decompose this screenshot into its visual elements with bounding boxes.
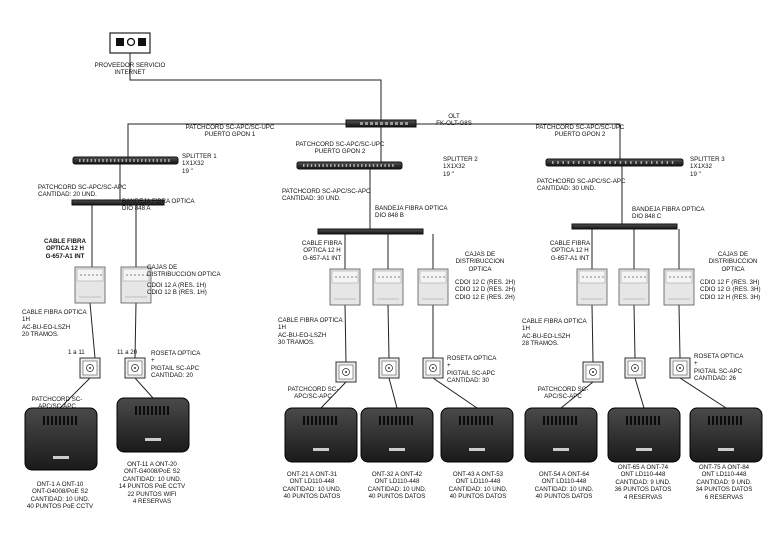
splitter-3-label: SPLITTER 3 1X1X32 19 " (690, 156, 725, 178)
ont-patch-3-label: PATCHCORD SC- APC/SC-APC (537, 386, 589, 401)
ont-8 (689, 407, 763, 463)
distribution-box-4 (372, 268, 404, 306)
ont-group-1-label: ONT-1 A ONT-10 ONT-G4008/PoE S2 CANTIDAD… (26, 481, 94, 511)
olt-device (345, 119, 417, 128)
ont-6 (524, 407, 598, 463)
branch-3-cable: CABLE FIBRA OPTICA 12 H G-657-A1 INT (549, 240, 591, 262)
rosette-1-label: ROSETA OPTICA + PIGTAIL SC-APC CANTIDAD:… (151, 350, 201, 380)
ont-group-2-label: ONT-11 A ONT-20 ONT-G4008/PoE S2 CANTIDA… (118, 461, 186, 506)
provider-label: PROVEEDOR SERVICIO INTERNET (94, 62, 166, 77)
ont-1 (24, 407, 98, 471)
rosette-3 (335, 361, 357, 383)
distribution-box-6 (576, 268, 608, 306)
ont-2 (116, 397, 190, 453)
rosette-7 (624, 357, 646, 379)
boxes-2-label: CAJAS DE DISTRIBUCCION OPTICA (455, 251, 505, 273)
rosette-8 (669, 357, 691, 379)
ont-group-7-label: ONT-65 A ONT-74 ONT LD110-448 CANTIDAD: … (614, 464, 672, 501)
distribution-box-2 (120, 266, 152, 304)
cable1h-3-label: CABLE FIBRA OPTICA 1H AC-BU-EO-LSZH 28 T… (522, 318, 587, 348)
branch-3-patchcord: PATCHCORD SC-APC/SC-APC CANTIDAD: 30 UND… (537, 178, 626, 193)
cable1h-1-label: CABLE FIBRA OPTICA 1H AC-BU-EO-LSZH 20 T… (22, 309, 87, 339)
range-a-label: 1 a 11 (68, 349, 85, 356)
ont-patch-2-label: PATCHCORD SC- APC/SC-APC (287, 386, 339, 401)
branch-1-patchcord: PATCHCORD SC-APC/SC-APC CANTIDAD: 20 UND… (38, 184, 127, 199)
provider-router-icon (109, 32, 151, 54)
ont-group-6-label: ONT-54 A ONT-64 ONT LD110-448 CANTIDAD: … (534, 471, 594, 501)
boxes-1-list: CDOI 12 A (RES. 1H) CDIO 12 B (RES. 1H) (147, 282, 207, 297)
ont-group-8-label: ONT-75 A ONT-84 ONT LD110-448 CANTIDAD: … (695, 464, 753, 501)
ont-group-3-label: ONT-21 A ONT-31 ONT LD110-448 CANTIDAD: … (282, 471, 342, 501)
cable1h-2-label: CABLE FIBRA OPTICA 1H AC-BU-EO-LSZH 30 T… (278, 317, 343, 347)
olt-label: OLT FK-OLT-G8S (436, 113, 472, 128)
branch-1-cable: CABLE FIBRA OPTICA 12 H G-657-A1 INT (44, 238, 86, 260)
ont-patch-1-label: PATCHCORD SC- APC/SC-APC (31, 396, 83, 411)
tray-b-device (317, 228, 424, 235)
rosette-4 (378, 357, 400, 379)
tray-a-label: BANDEJA FIBRA OPTICA DIO 848 A (122, 198, 195, 213)
splitter-1-label: SPLITTER 1 1X1X32 19 " (182, 153, 217, 175)
patchcord-gpon2b-label: PATCHCORD SC-APC/SC-UPC PUERTO GPON 2 (535, 124, 625, 139)
splitter-3-device (545, 158, 684, 167)
tray-b-label: BANDEJA FIBRA OPTICA DIO 848 B (375, 205, 448, 220)
branch-2-cable: CABLE FIBRA OPTICA 12 H G-657-A1 INT (301, 240, 343, 262)
boxes-3-list: CDIO 12 F (RES. 3H) CDIO 12 G (RES. 3H) … (700, 279, 761, 301)
tray-a-device (71, 199, 165, 206)
splitter-1-device (72, 156, 179, 165)
distribution-box-5 (417, 268, 449, 306)
tray-c-label: BANDEJA FIBRA OPTICA DIO 848 C (632, 206, 705, 221)
rosette-1 (79, 357, 101, 379)
rosette-3-label: ROSETA OPTICA + PIGTAIL SC-APC CANTIDAD:… (694, 353, 744, 383)
rosette-6 (582, 361, 604, 383)
splitter-2-label: SPLITTER 2 1X1X32 19 " (443, 156, 478, 178)
rosette-2-label: ROSETA OPTICA + PIGTAIL SC-APC CANTIDAD:… (447, 355, 497, 385)
range-b-label: 11 a 20 (117, 349, 138, 356)
boxes-3-label: CAJAS DE DISTRIBUCCION OPTICA (708, 251, 758, 273)
ont-5 (440, 407, 514, 463)
distribution-box-8 (663, 268, 695, 306)
splitter-2-device (296, 161, 403, 170)
patchcord-gpon2-label: PATCHCORD SC-APC/SC-UPC PUERTO GPON 2 (295, 141, 385, 156)
boxes-1-label: CAJAS DE DISTRIBUCCION OPTICA (147, 264, 221, 279)
branch-2-patchcord: PATCHCORD SC-APC/SC-APC CANTIDAD: 30 UND… (282, 188, 371, 203)
ont-group-4-label: ONT-32 A ONT-42 ONT LD110-448 CANTIDAD: … (367, 471, 427, 501)
ont-7 (607, 407, 681, 463)
rosette-5 (422, 357, 444, 379)
boxes-2-list: CDOI 12 C (RES. 2H) CDIO 12 D (RES. 2H) … (455, 279, 516, 301)
distribution-box-7 (618, 268, 650, 306)
tray-c-device (571, 223, 678, 230)
ont-group-5-label: ONT-43 A ONT-53 ONT LD110-448 CANTIDAD: … (448, 471, 508, 501)
ont-3 (284, 407, 358, 463)
patchcord-gpon1-label: PATCHCORD SC-APC/SC-UPC PUERTO GPON 1 (185, 124, 275, 139)
distribution-box-3 (329, 268, 361, 306)
distribution-box-1 (74, 266, 106, 304)
ont-4 (360, 407, 434, 463)
rosette-2 (124, 357, 146, 379)
